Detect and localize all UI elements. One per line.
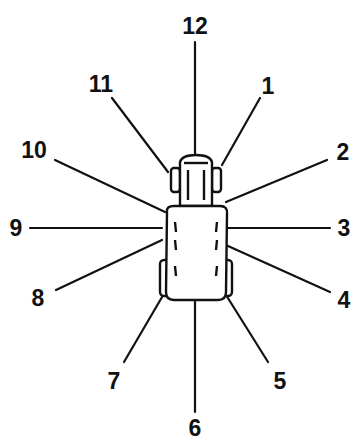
clock-number: 11	[89, 73, 113, 96]
clock-number: 10	[21, 139, 47, 162]
clock-number: 6	[189, 417, 202, 440]
body-detail	[216, 222, 217, 276]
tractor	[160, 155, 232, 300]
direction-line	[56, 240, 162, 290]
direction-line	[55, 160, 165, 212]
direction-line	[30, 227, 162, 229]
tractor-hood	[180, 155, 212, 206]
clock-number: 7	[108, 370, 121, 393]
clock-number: 5	[274, 370, 287, 393]
direction-line	[194, 300, 196, 412]
direction-line	[226, 295, 268, 362]
tractor-body	[166, 206, 227, 300]
clock-number: 9	[10, 217, 23, 240]
direction-line	[228, 246, 330, 292]
direction-line	[228, 227, 330, 229]
direction-line	[222, 98, 260, 165]
clock-lines	[30, 42, 330, 412]
clock-number: 8	[32, 287, 45, 310]
front-wheel	[212, 168, 221, 192]
direction-line	[124, 292, 165, 362]
direction-line	[194, 42, 196, 160]
clock-number: 2	[337, 141, 350, 164]
direction-line	[226, 160, 327, 202]
clock-number: 3	[338, 217, 351, 240]
body-detail	[175, 222, 176, 276]
hood-line	[203, 170, 205, 200]
hood-line	[187, 170, 189, 200]
direction-line	[112, 98, 168, 172]
clock-number: 4	[338, 289, 351, 312]
grille	[184, 162, 208, 164]
clock-number: 1	[262, 75, 275, 98]
front-wheel	[171, 168, 180, 192]
clock-number: 12	[182, 15, 208, 38]
